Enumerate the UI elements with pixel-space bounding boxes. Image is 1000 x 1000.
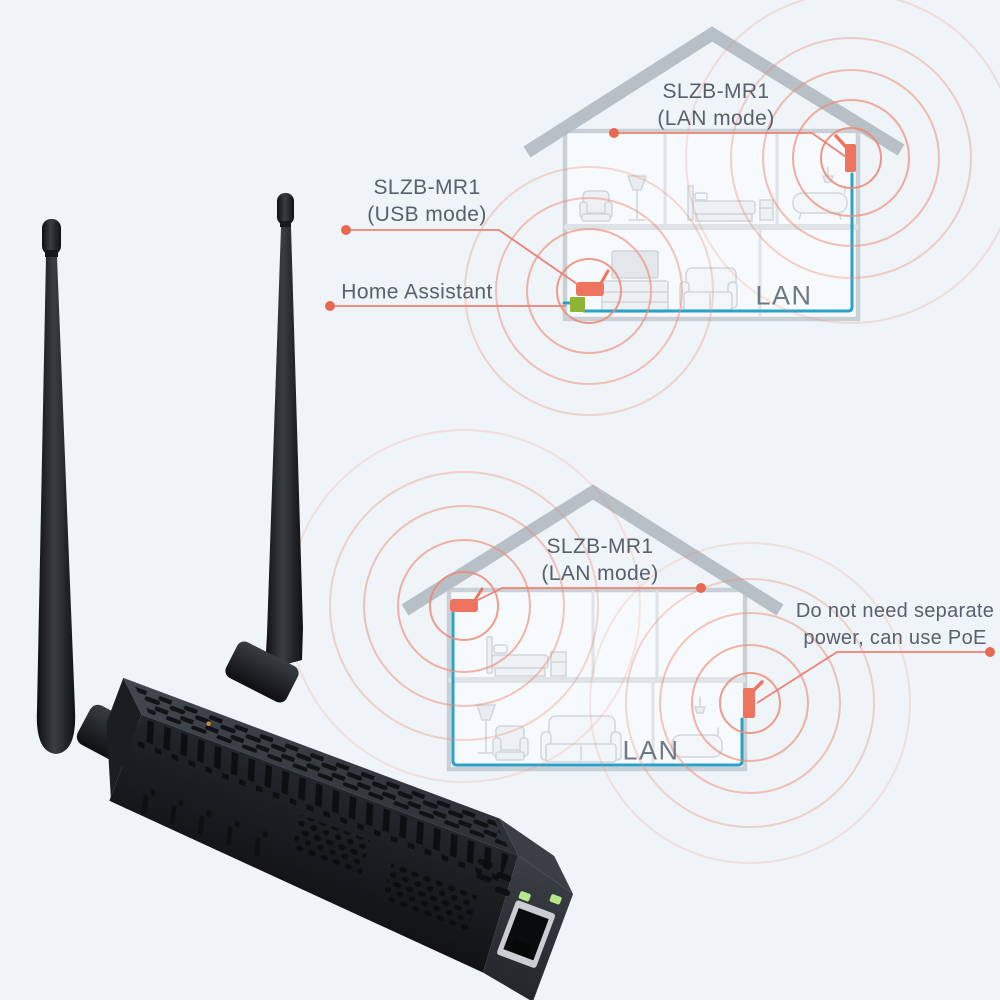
leader-home-assistant — [325, 301, 566, 311]
sofa — [540, 715, 622, 763]
shower — [693, 696, 707, 714]
poe-note-line2: power, can use PoE — [803, 627, 987, 649]
antenna-right — [265, 193, 303, 670]
body-left-face — [106, 677, 142, 798]
floor-lamp — [626, 175, 648, 221]
diagram-devices — [450, 134, 856, 718]
slzb-device-top-right — [834, 134, 856, 172]
honeycomb-vent-b — [382, 859, 478, 935]
body-cap-top — [499, 818, 574, 895]
top-vent-slots — [135, 686, 509, 848]
status-led-dot — [206, 721, 211, 726]
bed — [687, 185, 756, 222]
product-photo — [36, 193, 574, 1000]
bottom-house-lan-label: LAN — [622, 735, 680, 766]
wave-set-top-right — [685, 0, 1000, 324]
roof — [523, 26, 905, 158]
device-body — [106, 677, 574, 1000]
armchair — [492, 725, 529, 761]
top-house-title-line2: (LAN mode) — [657, 107, 775, 130]
leader-bottom-lan-mode — [475, 583, 706, 602]
rj45-led-left — [518, 891, 531, 902]
leader-top-lan-mode — [609, 128, 847, 158]
antenna-left — [36, 219, 76, 754]
front-hatch-vents — [136, 719, 510, 882]
leader-poe-note — [756, 647, 995, 704]
armchair — [579, 190, 613, 222]
top-house-lan-label: LAN — [755, 280, 813, 311]
poe-note: Do not need separate power, can use PoE — [783, 598, 1000, 652]
top-house-diagram — [523, 26, 905, 322]
home-assistant-box — [570, 297, 585, 312]
home-assistant-label: Home Assistant — [341, 280, 493, 304]
lan-cable — [451, 611, 744, 767]
bed — [486, 636, 549, 677]
top-house-title: SLZB-MR1 (LAN mode) — [657, 78, 774, 132]
bottom-house-diagram — [401, 484, 784, 772]
front-lower-vents — [118, 779, 286, 864]
usb-mode-callout: SLZB-MR1 (USB mode) — [367, 174, 487, 228]
lan-cable — [582, 172, 854, 313]
floor-lamp — [475, 704, 497, 754]
bottom-house-title: SLZB-MR1 (LAN mode) — [541, 533, 658, 587]
roof — [401, 484, 784, 616]
poe-note-line1: Do not need separate — [795, 600, 995, 622]
slzb-device-bottom-right — [743, 680, 764, 718]
antenna-hinge-right — [225, 641, 299, 703]
sofa — [679, 267, 738, 311]
wave-set-bottom-right — [589, 542, 911, 864]
bottom-house-title-line1: SLZB-MR1 — [546, 535, 654, 558]
slzb-device-bottom-left — [450, 587, 484, 612]
usb-callout-line2: (USB mode) — [367, 203, 487, 226]
bottom-house-title-line2: (LAN mode) — [541, 562, 659, 585]
callout-leaders — [325, 128, 995, 704]
usb-callout-line1: SLZB-MR1 — [373, 176, 481, 199]
leader-usb-mode — [341, 225, 581, 287]
rj45-led-right — [549, 894, 562, 905]
wave-set-top-left — [464, 166, 714, 416]
tv-console — [601, 250, 669, 313]
slzb-device-usb-mode — [576, 269, 610, 296]
bathtub — [792, 185, 848, 220]
nightstand — [550, 651, 567, 677]
top-house-title-line1: SLZB-MR1 — [662, 80, 770, 103]
rj45-port — [497, 891, 562, 968]
honeycomb-vent-a — [291, 814, 370, 876]
zigbee-waves — [287, 0, 1000, 864]
nightstand — [759, 199, 774, 221]
end-slot-vents — [476, 858, 512, 896]
